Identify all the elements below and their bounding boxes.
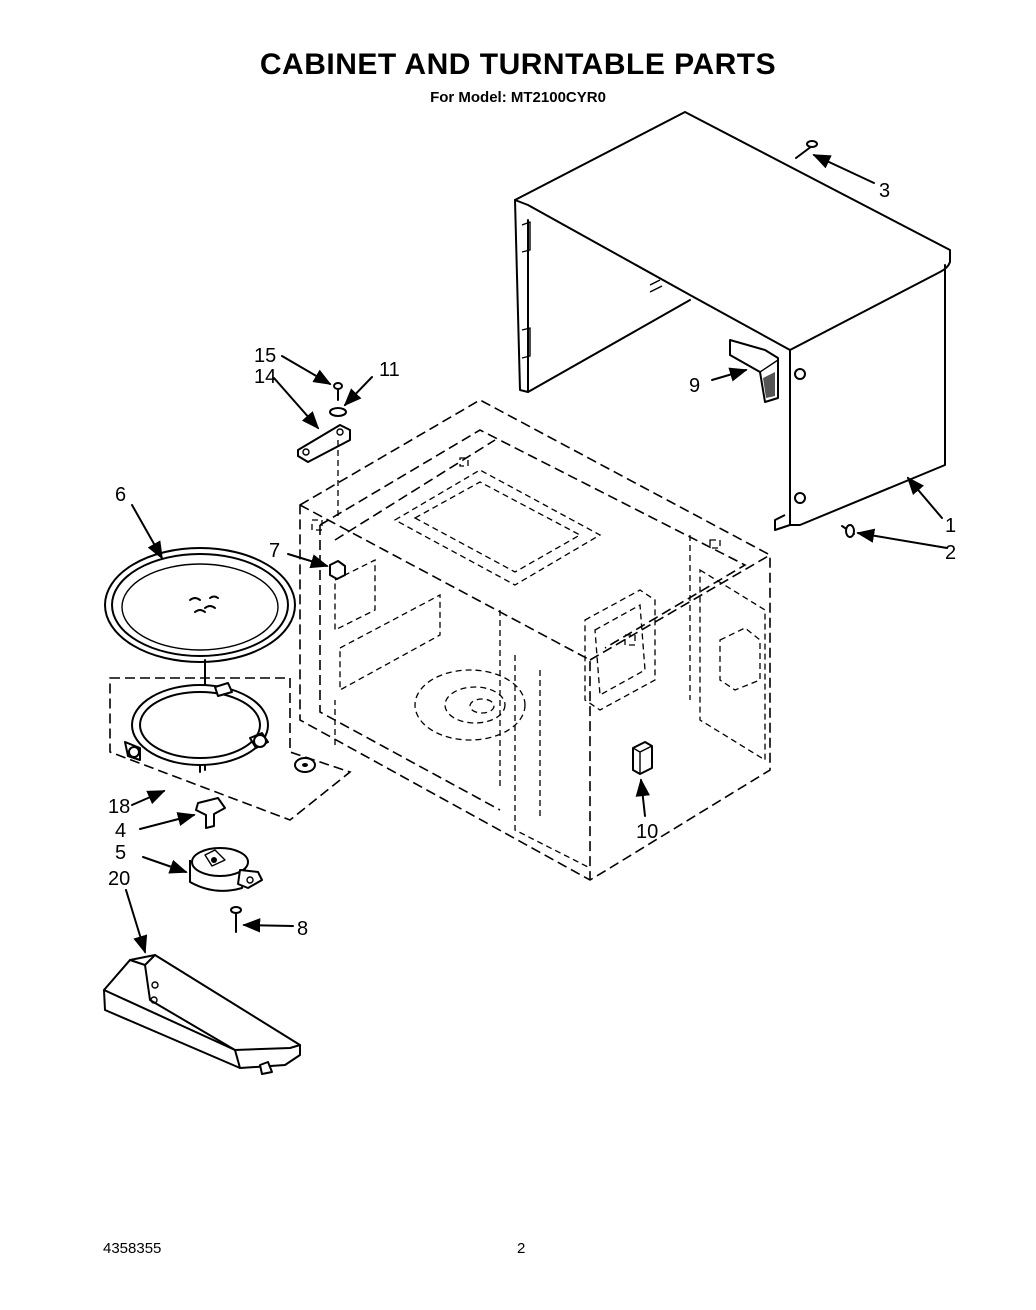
motor-cover-plate <box>103 954 301 1075</box>
turntable-coupler <box>195 797 226 829</box>
motor-screw <box>230 906 242 933</box>
callout-2: 2 <box>945 542 956 564</box>
glass-turntable-tray <box>104 547 296 663</box>
mounting-bracket-assembly <box>297 382 351 520</box>
callout-1: 1 <box>945 515 956 537</box>
insulation-pad <box>729 339 779 403</box>
roller-ring-assembly <box>109 659 352 821</box>
callout-20: 20 <box>108 868 130 890</box>
callout-8: 8 <box>297 918 308 940</box>
cavity-spacer-block <box>632 741 653 775</box>
callout-10: 10 <box>636 821 658 843</box>
callout-18: 18 <box>108 796 130 818</box>
callout-7: 7 <box>269 540 280 562</box>
callout-14: 14 <box>254 366 276 388</box>
cavity-nut <box>329 560 346 580</box>
wrapper-screw-side <box>841 524 855 538</box>
callout-4: 4 <box>115 820 126 842</box>
document-number: 4358355 <box>103 1240 162 1257</box>
callout-3: 3 <box>879 180 890 202</box>
turntable-motor <box>189 847 263 892</box>
model-subtitle: For Model: MT2100CYR0 <box>430 89 606 106</box>
callout-numbers: 3 1 2 9 15 14 11 7 6 18 4 5 20 8 10 <box>108 180 956 940</box>
callout-11: 11 <box>379 359 400 381</box>
outer-cabinet-wrapper <box>514 111 951 531</box>
oven-cavity-frame <box>299 399 771 881</box>
page-title: CABINET AND TURNTABLE PARTS <box>259 48 777 81</box>
callout-6: 6 <box>115 484 126 506</box>
callout-9: 9 <box>689 375 700 397</box>
callout-leader-lines <box>125 154 948 954</box>
page-number: 2 <box>517 1240 526 1257</box>
wrapper-screw-top <box>795 140 818 159</box>
callout-5: 5 <box>115 842 126 864</box>
callout-15: 15 <box>254 345 276 367</box>
